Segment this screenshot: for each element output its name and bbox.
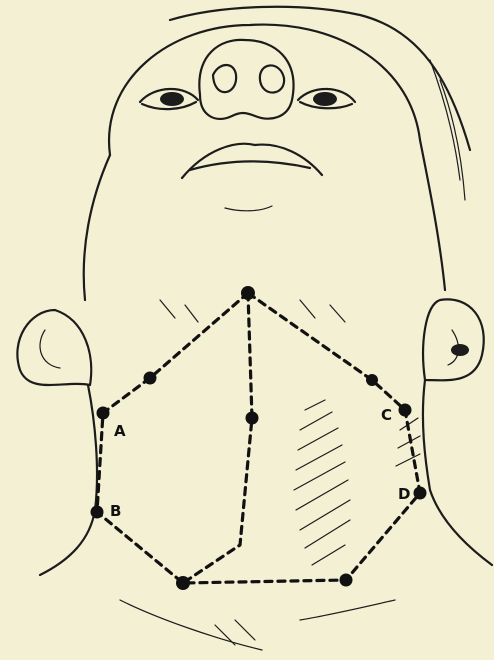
node-chin <box>241 286 255 300</box>
label-d: D <box>398 485 410 503</box>
node-b <box>91 506 104 519</box>
label-c: C <box>381 406 392 424</box>
node-bottom-left <box>176 576 190 590</box>
node-upper-left <box>144 372 157 385</box>
right-ear <box>423 299 484 380</box>
left-eye <box>140 89 198 109</box>
nodes <box>91 286 427 590</box>
outline-path <box>97 293 420 583</box>
node-mid <box>246 412 259 425</box>
left-ear <box>17 310 91 385</box>
neck-outline <box>40 380 492 650</box>
nose <box>199 40 293 119</box>
node-upper-right <box>366 374 378 386</box>
right-eye <box>298 89 355 108</box>
midline-path <box>183 293 252 583</box>
label-b: B <box>110 502 121 520</box>
node-d <box>414 487 427 500</box>
node-c <box>399 404 412 417</box>
mouth <box>182 144 322 211</box>
node-a <box>97 407 110 420</box>
label-a: A <box>114 422 126 440</box>
dashed-paths <box>97 293 420 583</box>
node-bottom-right <box>340 574 353 587</box>
shading <box>160 300 420 645</box>
